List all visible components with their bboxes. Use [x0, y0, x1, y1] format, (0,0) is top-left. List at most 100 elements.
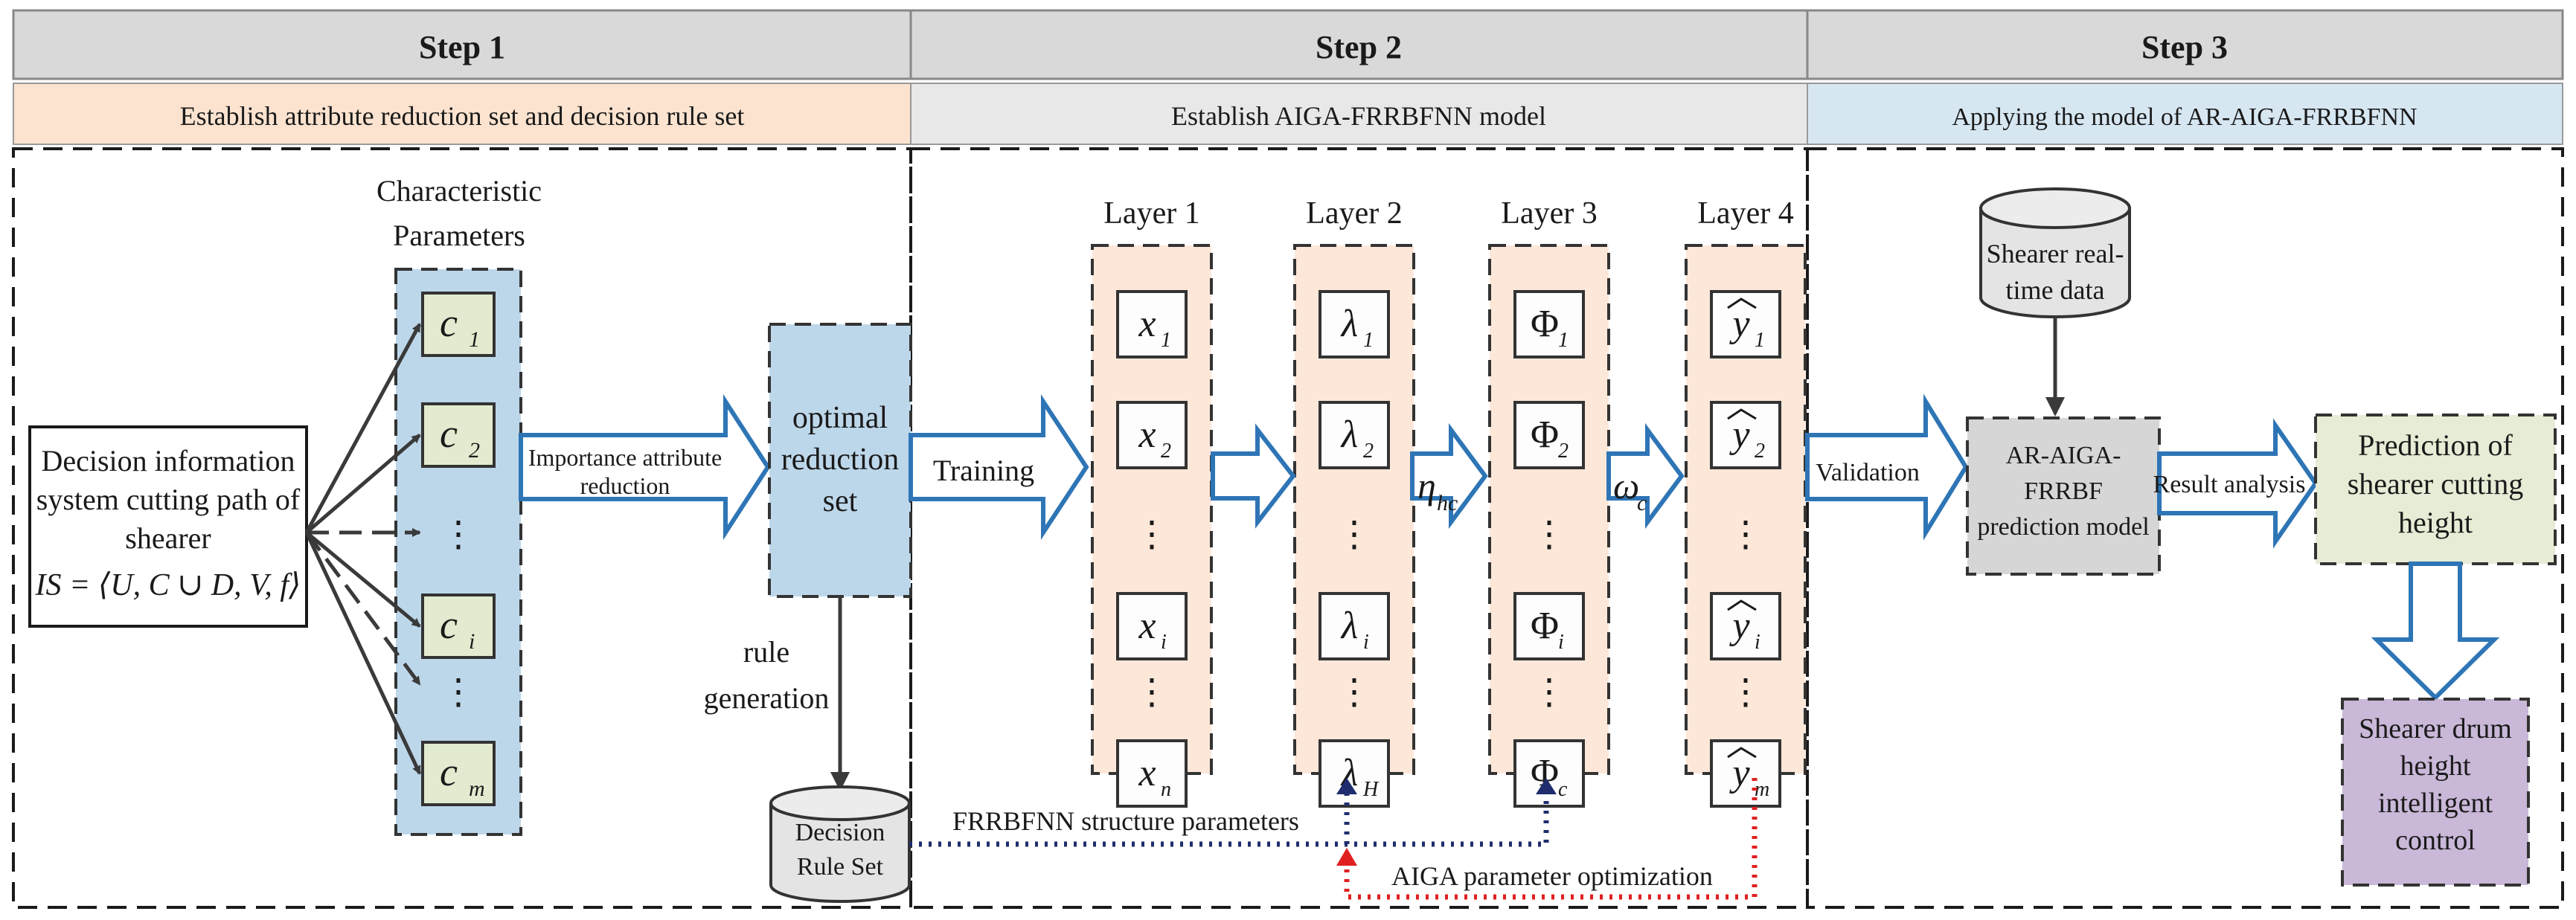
node-subscript: i — [1161, 631, 1167, 654]
node-symbol: y — [1728, 752, 1750, 794]
layer-title: Layer 1 — [1103, 196, 1199, 231]
svg-text:c: c — [1637, 491, 1647, 515]
node-symbol: Φ — [1531, 414, 1559, 456]
control-box: Shearer drum height intelligent control — [2341, 698, 2530, 887]
node-subscript: 2 — [1755, 440, 1765, 463]
node-symbol: Φ — [1531, 605, 1559, 647]
svg-text:Prediction of: Prediction of — [2358, 428, 2513, 462]
svg-text:Decision: Decision — [795, 819, 885, 846]
node-Φ-i: Φi — [1513, 592, 1585, 660]
validation-label: Validation — [1816, 459, 1920, 486]
node-symbol: x — [1138, 414, 1156, 456]
shearer-data-cylinder: Shearer real- time data — [1979, 187, 2131, 318]
node-symbol: λ — [1340, 414, 1359, 456]
param-symbol: c — [440, 602, 458, 647]
hat-mark — [1727, 747, 1757, 759]
decision-info-line2: system cutting path of — [36, 483, 301, 516]
svg-text:reduction: reduction — [781, 443, 900, 477]
omega-label: ω c — [1613, 465, 1647, 515]
node-subscript: 1 — [1161, 329, 1171, 352]
step3-header: Step 3 — [1806, 9, 2564, 80]
frrbfnn-arrowhead-l3 — [1536, 778, 1557, 794]
svg-text:FRRBF: FRRBF — [2024, 477, 2103, 505]
param-subscript: i — [469, 629, 475, 654]
node-subscript: m — [1755, 778, 1769, 801]
svg-text:generation: generation — [704, 681, 830, 715]
svg-text:control: control — [2395, 825, 2476, 856]
param-ellipsis-4: ⋮ — [440, 672, 476, 712]
param-ellipsis-2: ⋮ — [440, 515, 476, 554]
node-ellipsis: ⋮ — [1531, 672, 1567, 712]
param-subscript: 2 — [469, 438, 480, 463]
layer-title: Layer 4 — [1697, 196, 1793, 231]
node-Φ-2: Φ2 — [1513, 401, 1585, 469]
decision-info-formula: IS = ⟨U, C ∪ D, V, f⟩ — [35, 568, 301, 602]
decision-info-line3: shearer — [125, 521, 211, 555]
hat-mark — [1727, 408, 1757, 420]
node-ellipsis: ⋮ — [1336, 515, 1372, 554]
svg-text:Parameters: Parameters — [393, 219, 525, 252]
node-ellipsis: ⋮ — [1134, 515, 1170, 554]
hat-mark — [1727, 599, 1757, 611]
svg-text:rule: rule — [743, 635, 789, 669]
characteristic-params-title: Characteristic Parameters — [377, 174, 542, 252]
importance-arrow: Importance attribute reduction — [519, 393, 771, 541]
arrow-l3-l4 — [1606, 422, 1685, 530]
aiga-opt-path — [1344, 778, 1758, 900]
node-Φ-1: Φ1 — [1513, 290, 1585, 358]
node-subscript: i — [1363, 631, 1369, 654]
node-symbol: x — [1138, 752, 1156, 794]
node-subscript: i — [1755, 631, 1760, 654]
svg-text:Rule Set: Rule Set — [797, 853, 884, 881]
layer-arrows — [1211, 422, 1685, 530]
svg-text:prediction model: prediction model — [1977, 513, 2149, 541]
node-symbol: x — [1138, 605, 1156, 647]
node-ellipsis: ⋮ — [1134, 672, 1170, 712]
svg-text:intelligent: intelligent — [2378, 788, 2493, 819]
step2-subheader: Establish AIGA-FRRBFNN model — [910, 83, 1808, 145]
training-arrow: Training — [909, 393, 1089, 541]
eta-label: η hc — [1417, 465, 1458, 515]
node-symbol: y — [1728, 605, 1750, 647]
aiga-arrowhead — [1336, 848, 1357, 866]
node-ellipsis: ⋮ — [1728, 515, 1763, 554]
arrow-l2-l3 — [1410, 422, 1488, 530]
svg-text:η: η — [1417, 465, 1436, 506]
node-symbol: y — [1728, 414, 1750, 456]
svg-text:Characteristic: Characteristic — [377, 174, 542, 208]
param-subscript: 1 — [469, 327, 480, 352]
step1-subtitle: Establish attribute reduction set and de… — [180, 101, 745, 131]
node-subscript: i — [1558, 631, 1564, 654]
node-subscript: 2 — [1363, 440, 1374, 463]
layer-title: Layer 3 — [1501, 196, 1597, 231]
node-subscript: c — [1558, 778, 1568, 801]
svg-text:AR-AIGA-: AR-AIGA- — [2006, 442, 2121, 469]
step1-title: Step 1 — [419, 29, 505, 65]
fan-arrows — [304, 323, 422, 775]
frrbfnn-arrowhead-l2 — [1336, 778, 1357, 794]
arrow-l1-l2 — [1211, 423, 1296, 529]
step3-subheader: Applying the model of AR-AIGA-FRRBFNN — [1807, 83, 2563, 145]
frrbfnn-params-path — [909, 781, 1549, 847]
result-analysis-arrow: Result analysis — [2153, 418, 2319, 549]
svg-text:optimal: optimal — [792, 401, 888, 435]
node-Φ-c: Φc — [1513, 739, 1585, 808]
step2-header: Step 2 — [909, 9, 1809, 80]
